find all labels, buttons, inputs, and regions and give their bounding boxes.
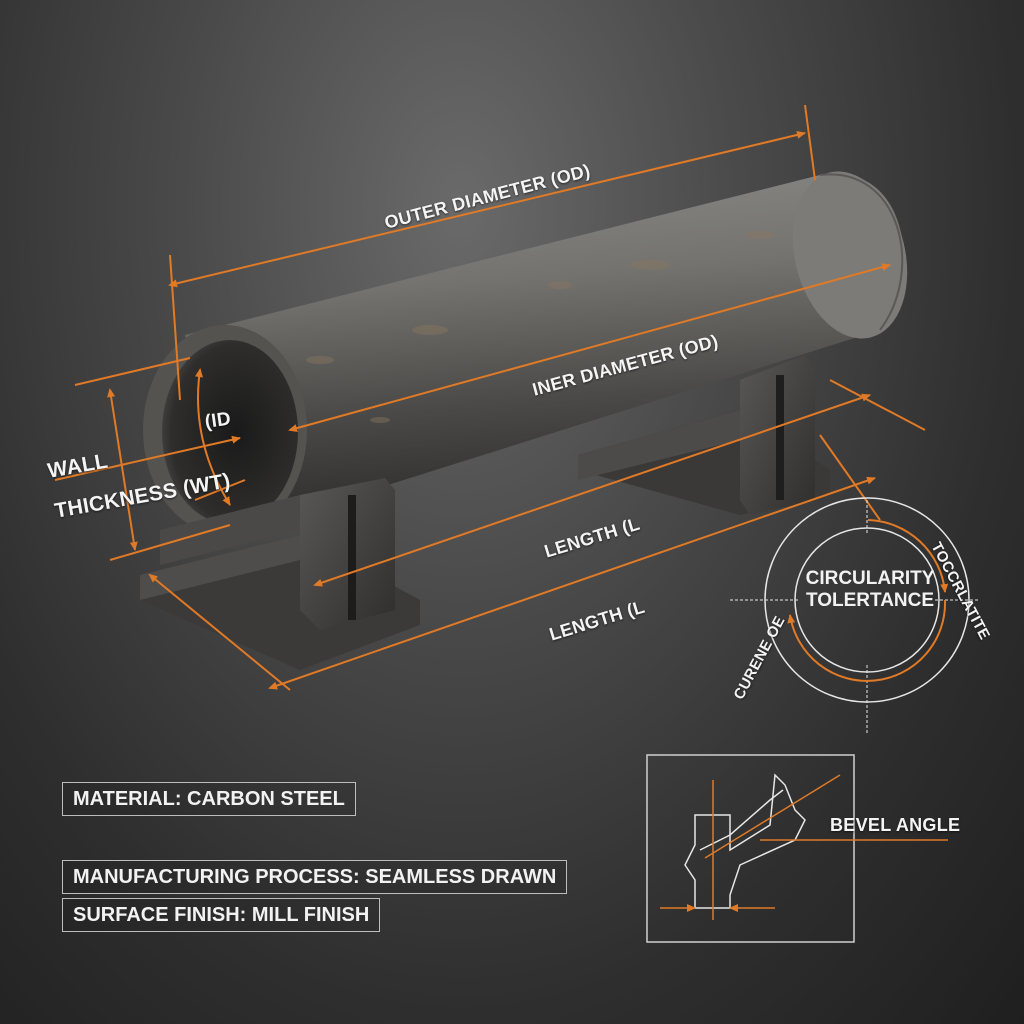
surface-finish-spec: SURFACE FINISH: MILL FINISH bbox=[62, 898, 381, 932]
circularity-title: CIRCULARITY TOLERTANCE bbox=[790, 568, 950, 612]
circularity-diagram bbox=[730, 497, 980, 735]
id-label: (ID bbox=[203, 408, 233, 433]
circularity-title-line1: CIRCULARITY bbox=[805, 568, 935, 589]
bevel-angle-label: BEVEL ANGLE bbox=[830, 815, 961, 835]
material-spec: MATERIAL: CARBON STEEL bbox=[62, 782, 356, 816]
bevel-diagram bbox=[646, 754, 948, 943]
manufacturing-process-spec: MANUFACTURING PROCESS: SEAMLESS DRAWN bbox=[62, 860, 568, 894]
circularity-title-line2: TOLERTANCE bbox=[805, 590, 935, 611]
dimension-lines bbox=[54, 104, 926, 691]
